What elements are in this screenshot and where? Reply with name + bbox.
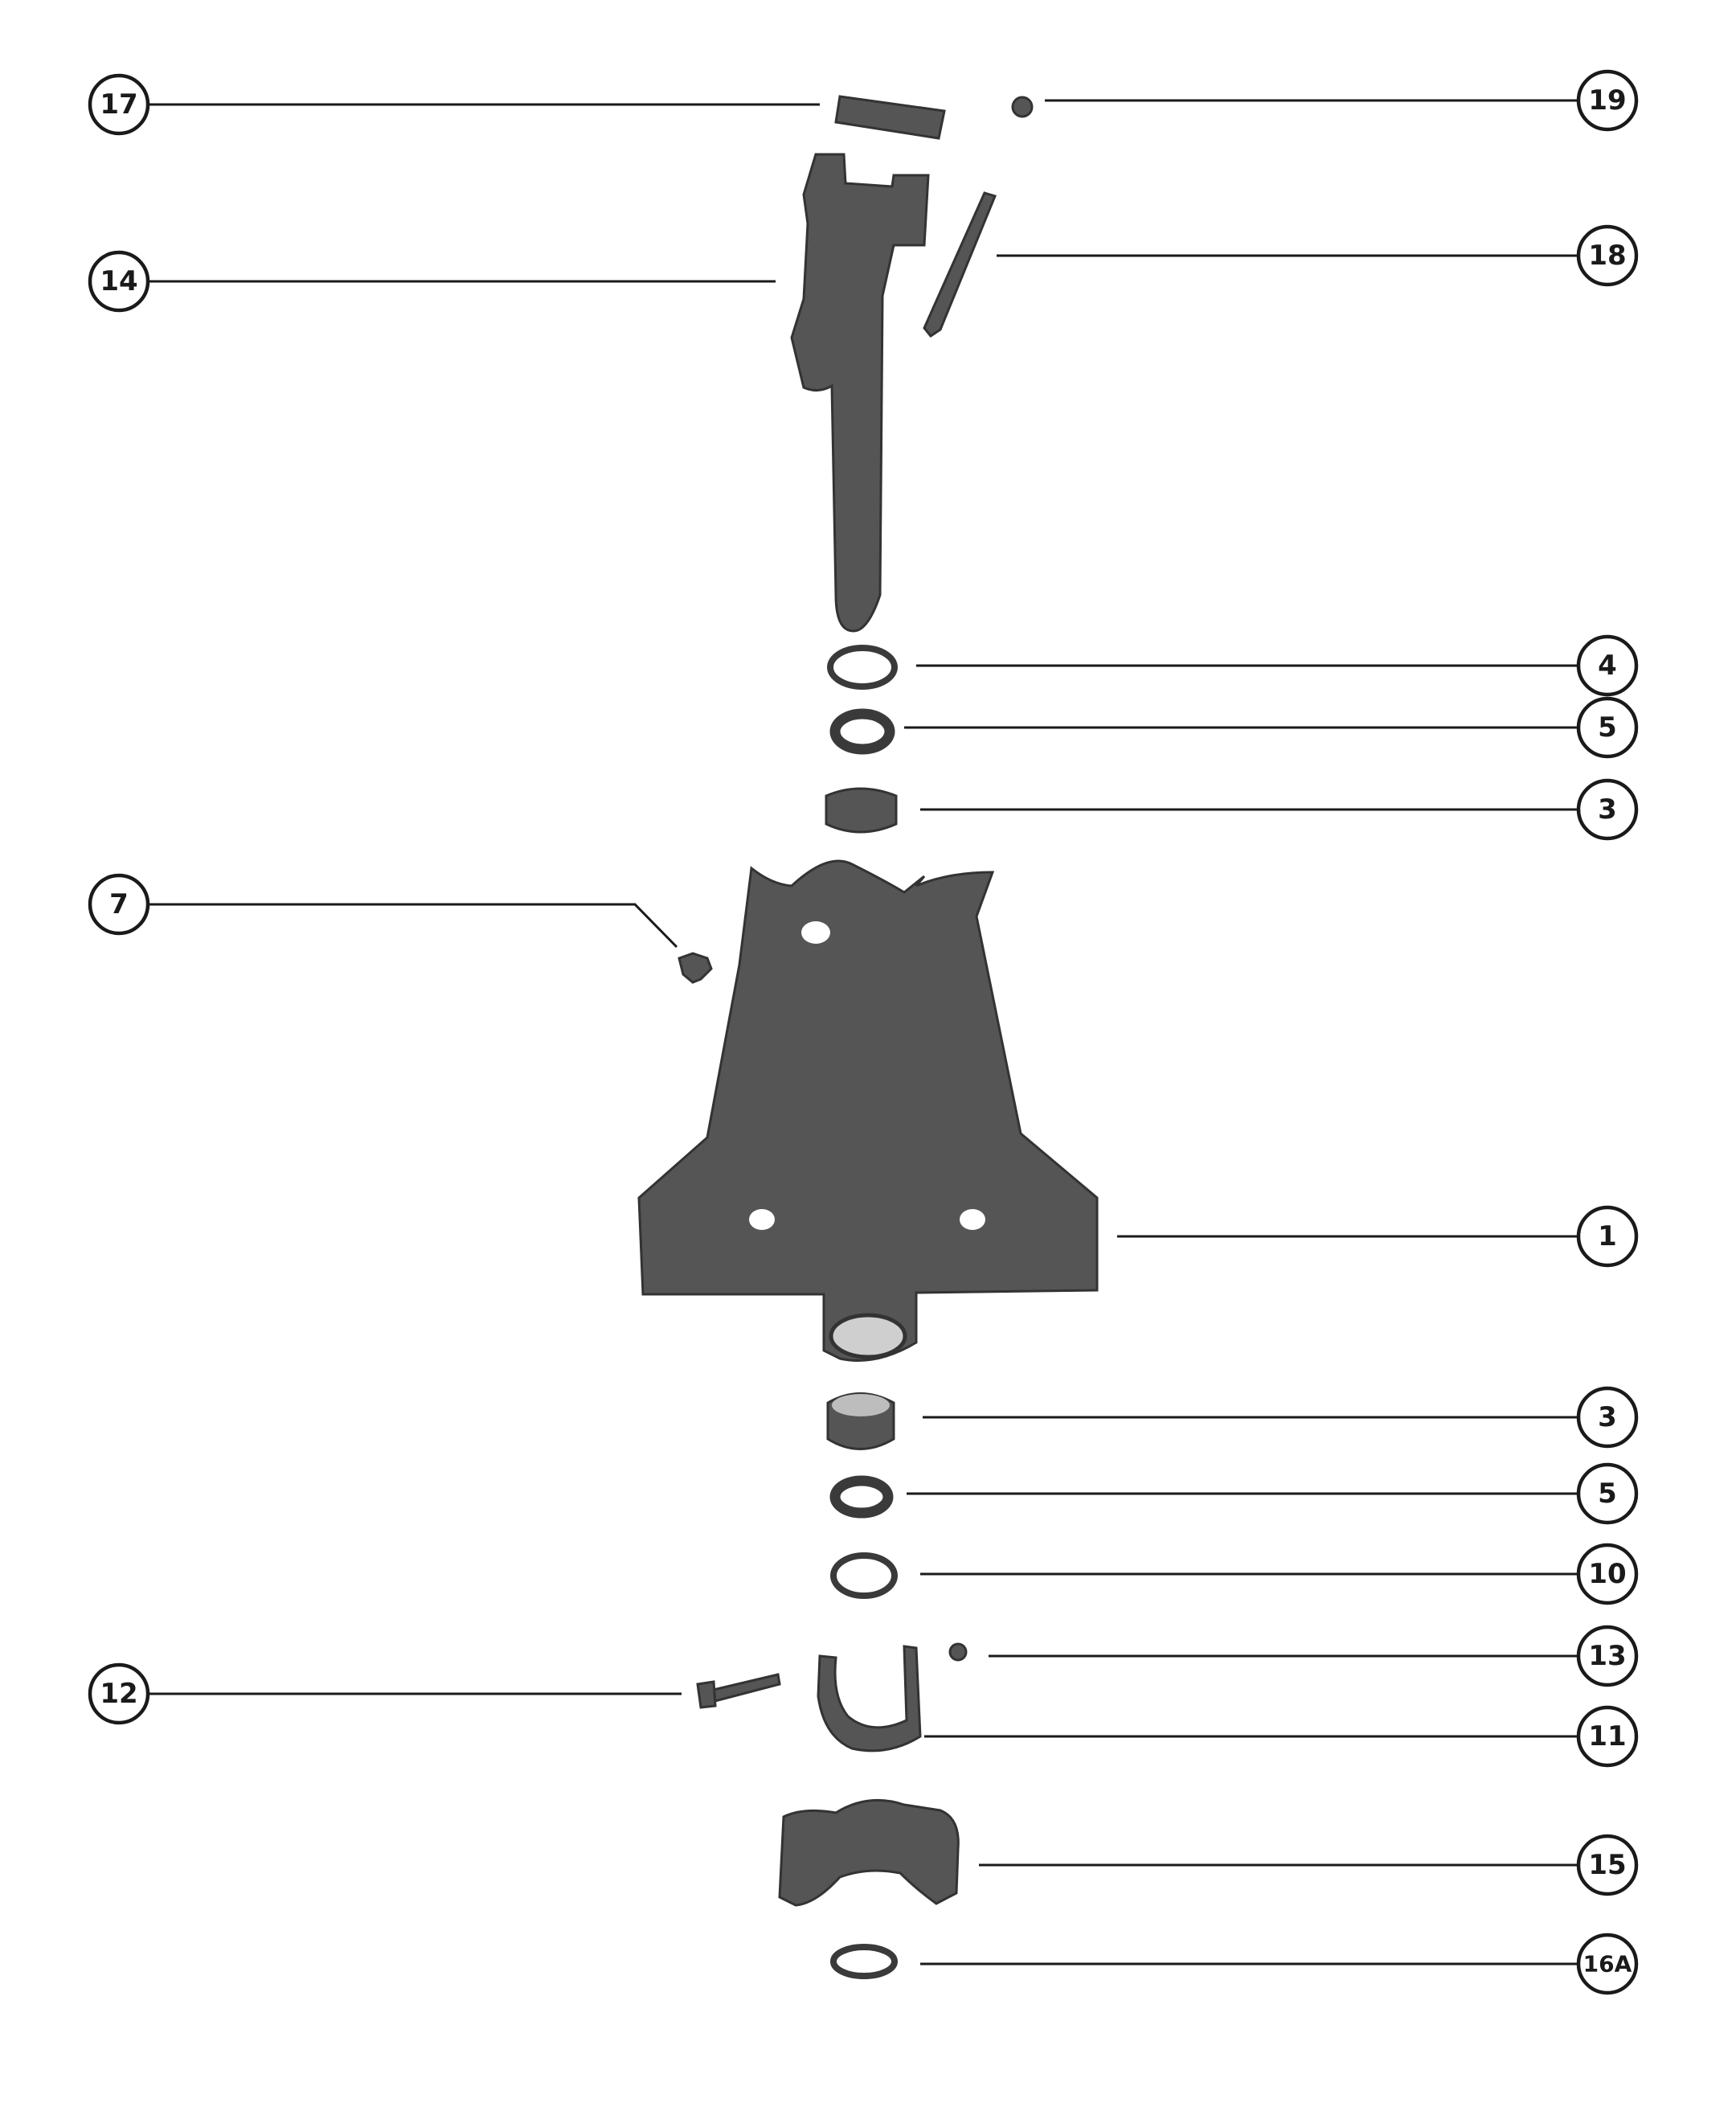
part-17-clip [834,95,946,140]
part-19-nut [1011,96,1034,118]
callout-19: 19 [1576,69,1639,132]
callout-4: 4 [1576,634,1639,697]
callout-16A-label: 16A [1583,1951,1632,1978]
parts [637,95,1099,1979]
part-3-bearing-upper [825,787,898,834]
leader-7 [149,903,678,949]
part-5-bushing-lower [829,1475,894,1519]
callout-5-upper: 5 [1576,696,1639,759]
callout-19-label: 19 [1588,84,1626,117]
callout-17-label: 17 [100,88,137,121]
callout-10-label: 10 [1588,1558,1626,1590]
callout-12-label: 12 [100,1678,137,1710]
callout-14-label: 14 [100,265,137,297]
part-18-bolt [923,191,997,338]
callouts: 17 19 14 18 4 5 3 7 [88,69,1639,1995]
callout-5-lower: 5 [1576,1462,1639,1525]
callout-12: 12 [88,1662,150,1725]
part-10-ring [830,1552,898,1599]
part-1-housing-hole-top [801,921,830,944]
callout-7-label: 7 [109,888,129,920]
callout-1-label: 1 [1598,1220,1617,1252]
callout-10: 10 [1576,1543,1639,1605]
part-3-bearing-lower-top [832,1394,890,1416]
callout-17: 17 [88,73,150,136]
callout-3-lower: 3 [1576,1386,1639,1449]
callout-15-label: 15 [1588,1849,1626,1881]
leader-lines [149,99,1578,1966]
part-4-ring [827,645,898,690]
callout-11-label: 11 [1588,1720,1626,1752]
callout-13: 13 [1576,1625,1639,1687]
callout-3-lower-label: 3 [1598,1401,1617,1433]
callout-11: 11 [1576,1705,1639,1768]
callout-4-label: 4 [1598,650,1617,682]
part-5-bushing-upper [829,708,895,755]
callout-3-upper: 3 [1576,778,1639,841]
callout-18-label: 18 [1588,240,1626,272]
part-1-housing [637,859,1099,1362]
callout-1: 1 [1576,1205,1639,1268]
callout-7: 7 [88,873,150,936]
callout-3-upper-label: 3 [1598,793,1617,826]
callout-13-label: 13 [1588,1640,1626,1672]
part-1-housing-hole-right [960,1209,985,1230]
part-16A-ring [830,1944,898,1979]
part-15-cover [778,1798,960,1907]
part-1-housing-hole-left [749,1209,775,1230]
callout-14: 14 [88,250,150,313]
callout-18: 18 [1576,224,1639,287]
part-1-housing-bore [829,1313,907,1359]
callout-5-upper-label: 5 [1598,711,1617,744]
callout-16A: 16A [1576,1933,1639,1995]
callout-15: 15 [1576,1834,1639,1896]
part-11-clamp [817,1645,922,1752]
part-7-fitting [678,952,713,984]
part-14-shaft [790,153,930,633]
part-13-nut [948,1642,968,1662]
part-12-bolt-head [696,1680,717,1709]
callout-5-lower-label: 5 [1598,1478,1617,1510]
